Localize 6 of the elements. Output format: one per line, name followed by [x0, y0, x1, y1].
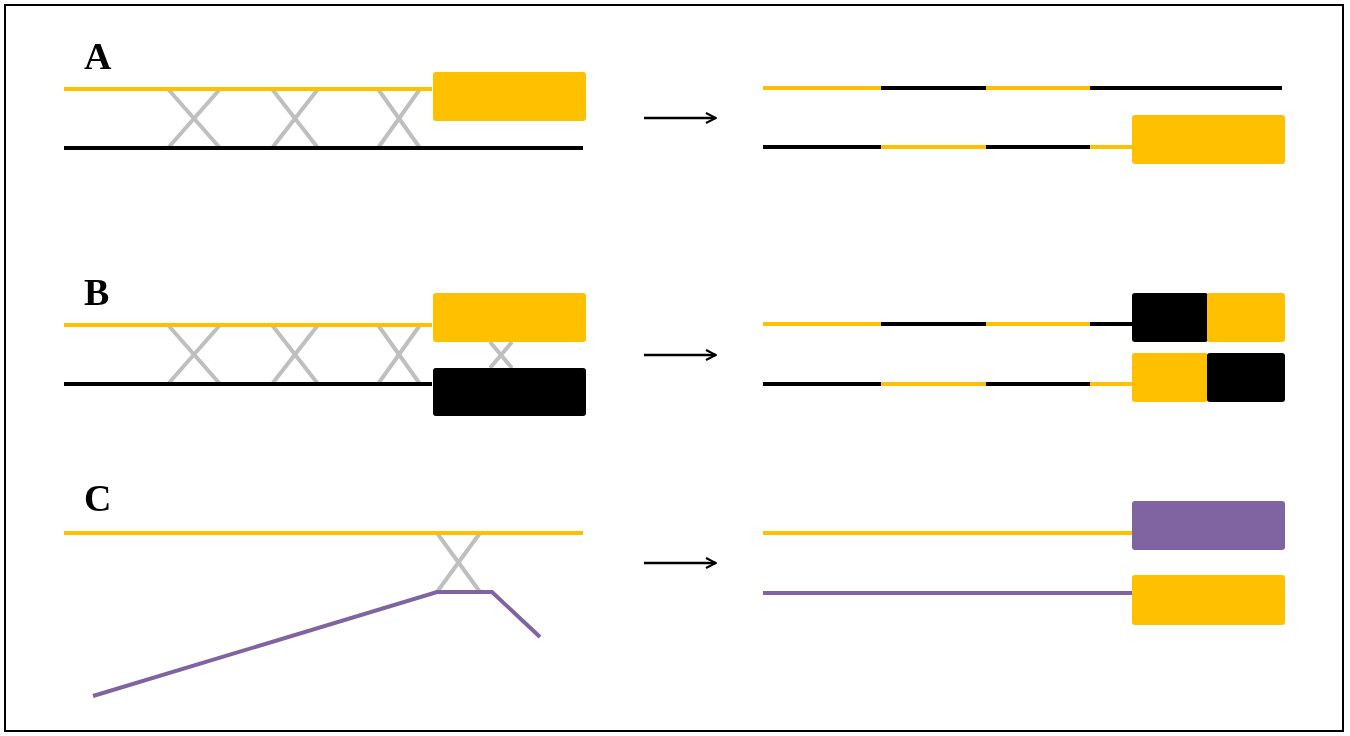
panel-letter: C	[84, 478, 112, 518]
arrow	[644, 112, 717, 124]
arrow	[644, 557, 717, 569]
panel-letter: B	[84, 272, 110, 312]
panel-letter: A	[84, 36, 112, 76]
arrow	[644, 349, 717, 361]
